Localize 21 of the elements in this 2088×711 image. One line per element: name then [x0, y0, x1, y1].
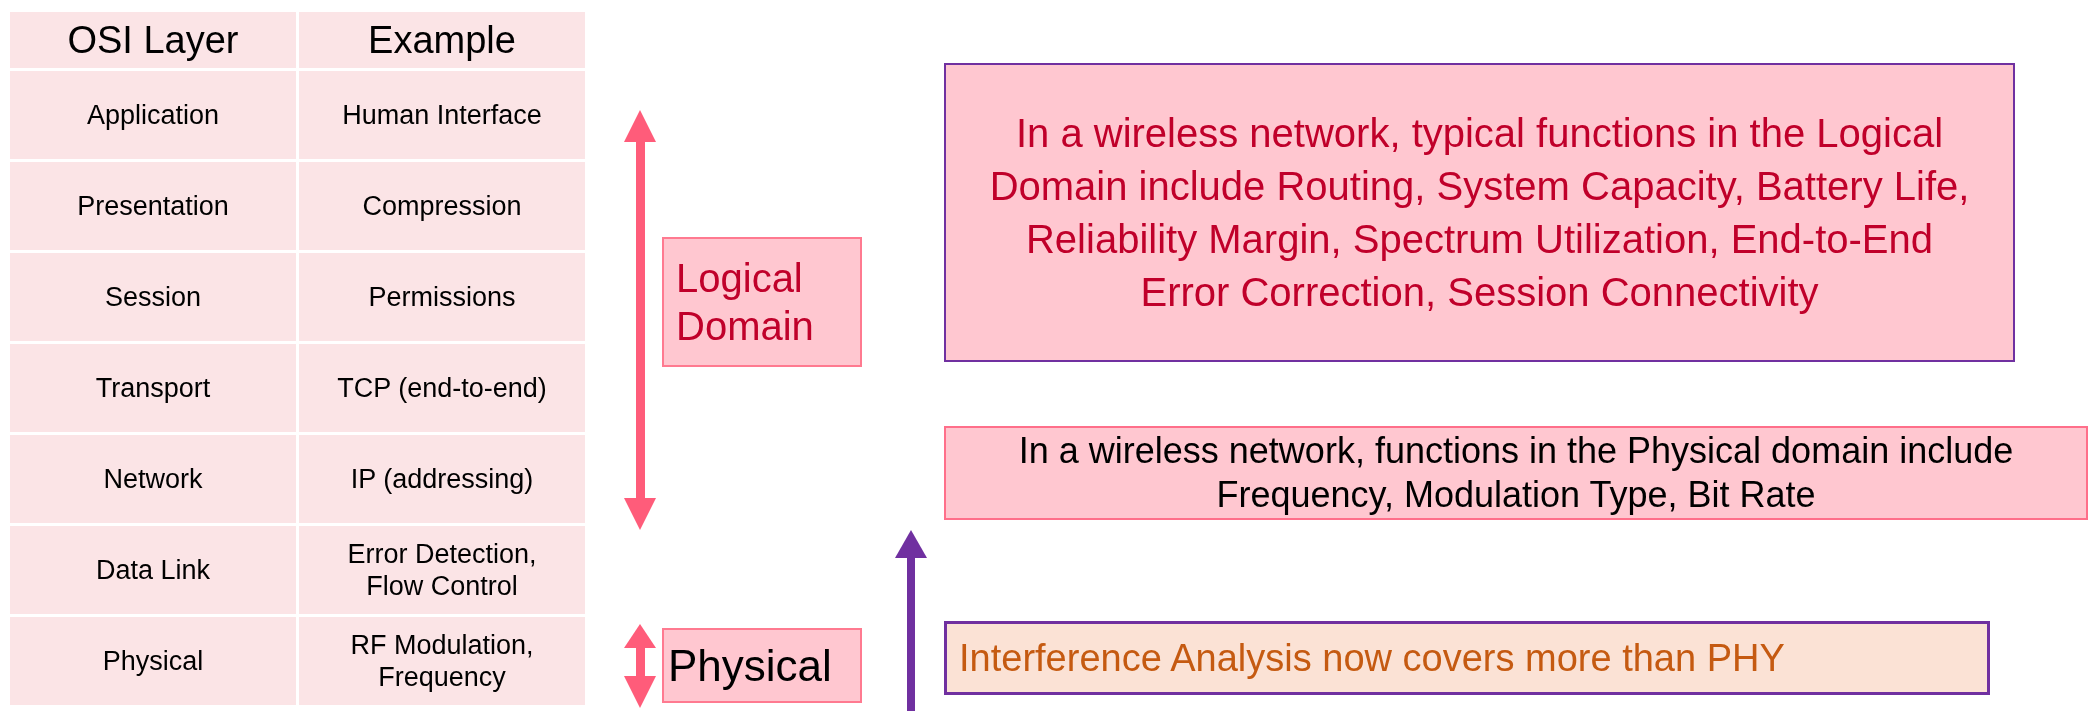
header-cell: Example	[299, 12, 585, 68]
table-cell: Presentation	[10, 162, 296, 250]
table-cell: Permissions	[299, 253, 585, 341]
header-cell: OSI Layer	[10, 12, 296, 68]
table-cell: IP (addressing)	[299, 435, 585, 523]
text-box: In a wireless network, functions in the Physical domain include Frequency, Modulation Type, Bit Rate	[944, 426, 2088, 520]
text-box: In a wireless network, typical functions in the Logical Domain include Routing, System Capacity, Battery Life, Reliability Margin, Spectrum Utilization, End-to-End Error Correction, Session Connectivity	[944, 63, 2015, 362]
table-cell: RF Modulation, Frequency	[299, 617, 585, 705]
table-cell: Human Interface	[299, 71, 585, 159]
text-box: Physical	[662, 628, 862, 703]
table-cell: Application	[10, 71, 296, 159]
table-cell: Data Link	[10, 526, 296, 614]
table-cell: Transport	[10, 344, 296, 432]
table-cell: Network	[10, 435, 296, 523]
table-cell: TCP (end-to-end)	[299, 344, 585, 432]
table-cell: Compression	[299, 162, 585, 250]
text-box: Logical Domain	[662, 237, 862, 367]
table-cell: Error Detection, Flow Control	[299, 526, 585, 614]
text-box: Interference Analysis now covers more than PHY	[944, 621, 1990, 695]
table-cell: Session	[10, 253, 296, 341]
table-cell: Physical	[10, 617, 296, 705]
